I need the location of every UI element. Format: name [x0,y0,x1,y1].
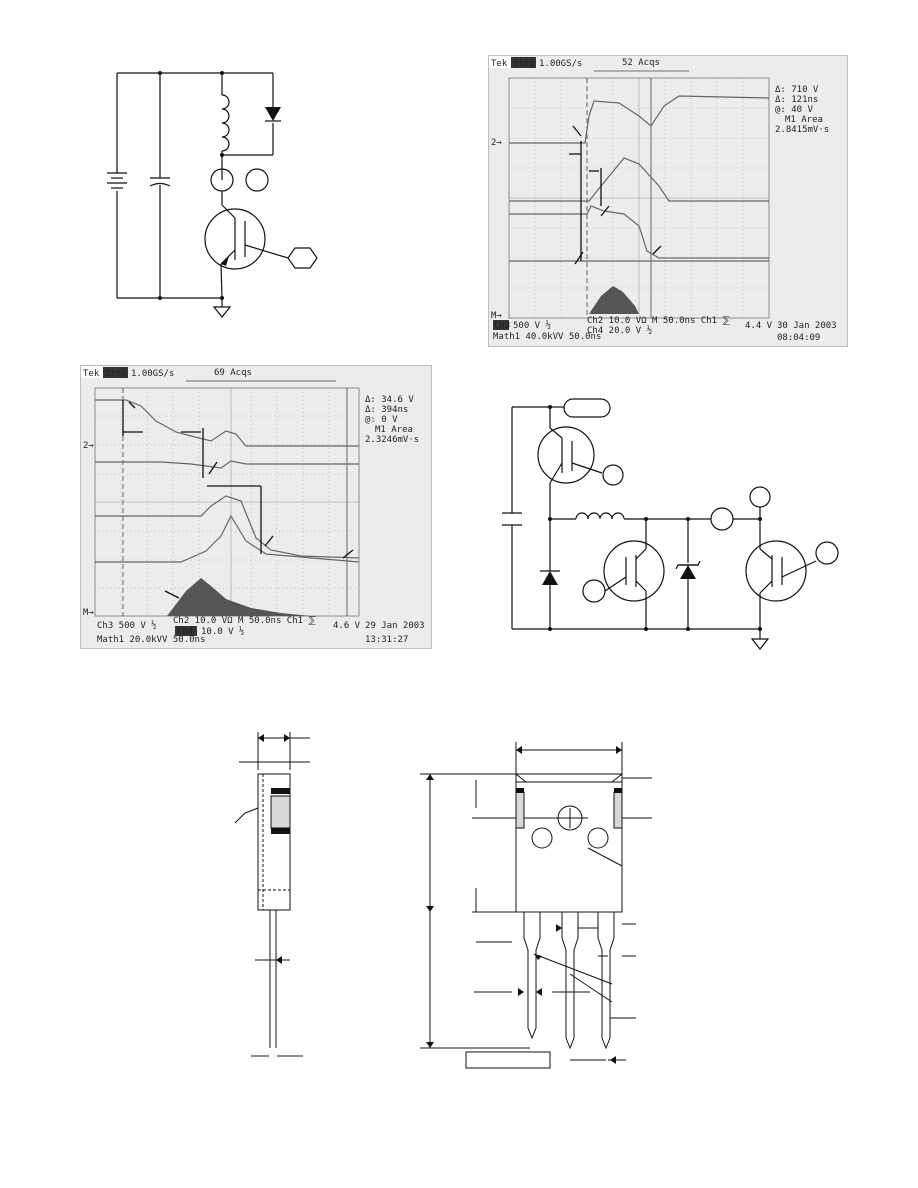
scope1-brand: Tek [491,59,508,69]
scope2-m-marker: M→ [83,608,94,618]
scope1-state: Stop [513,59,535,69]
scope1-ch2: Ch2 10.0 VΩ M 50.0ns Ch1 ⅀ [587,316,730,326]
scope2-ch2: Ch2 10.0 VΩ M 50.0ns Ch1 ⅀ [173,616,316,626]
scope2-readout-dt: Δ: 394ns [365,405,408,415]
scope1-ch3: 500 V ½ [513,320,551,331]
scope2-rate: 1.00GS/s [131,369,174,379]
scope2-brand: Tek [83,369,100,379]
scope1-readout-dt: Δ: 121ns [775,95,818,105]
scope2-readout-dv: Δ: 34.6 V [365,395,414,405]
scope2-readout-math: M1 Area [375,425,413,435]
scope2-ch3: Ch3 500 V ½ [97,620,157,631]
scope2-state: Stop [105,369,127,379]
scope2-time: 13:31:27 [365,635,408,645]
scope1-time: 08:04:09 [777,333,820,343]
scope1-readout-math: M1 Area [785,115,823,125]
scope1-ch4: Ch4 20.0 V ½ [587,325,652,336]
scope1-date: 30 Jan 2003 [777,321,837,331]
scope2-ch4: 10.0 V ½ [201,626,244,637]
circuit-1-schematic [95,55,325,325]
scope2-trig: 4.6 V [333,621,361,631]
scope1-readout-math-val: 2.8415mV·s [775,125,829,135]
package-side-view [225,728,325,1068]
scope1-ch3-tag: Ch3 [494,321,510,331]
scope1-rate: 1.00GS/s [539,59,582,69]
scope1-m-marker: M→ [491,311,502,321]
scope2-readout-math-val: 2.3246mV·s [365,435,419,445]
circuit-2-schematic [500,393,845,655]
scope2-ch4-tag: Ch4 [177,627,193,637]
oscilloscope-capture-1: Tek Stop 1.00GS/s 52 Acqs 2→ [488,55,848,347]
oscilloscope-capture-2: Tek Stop 1.00GS/s 69 Acqs 2→ M→ Δ: 34.6 [80,365,432,649]
scope1-math: Math1 40.0kVV 50.0ns [493,332,601,342]
scope2-acqs: 69 Acqs [214,368,252,378]
scope1-readout-dv: Δ: 710 V [775,85,819,95]
scope1-trig: 4.4 V [745,321,773,331]
scope1-ch2-marker: 2→ [491,138,502,148]
scope1-acqs: 52 Acqs [622,58,660,68]
scope2-math: Math1 20.0kVV 50.0ns [97,635,205,645]
scope2-date: 29 Jan 2003 [365,621,425,631]
scope2-ch2-marker: 2→ [83,441,94,451]
scope1-readout-at: @: 40 V [775,105,814,115]
scope2-readout-at: @: 0 V [365,415,398,425]
package-front-view [412,738,652,1073]
